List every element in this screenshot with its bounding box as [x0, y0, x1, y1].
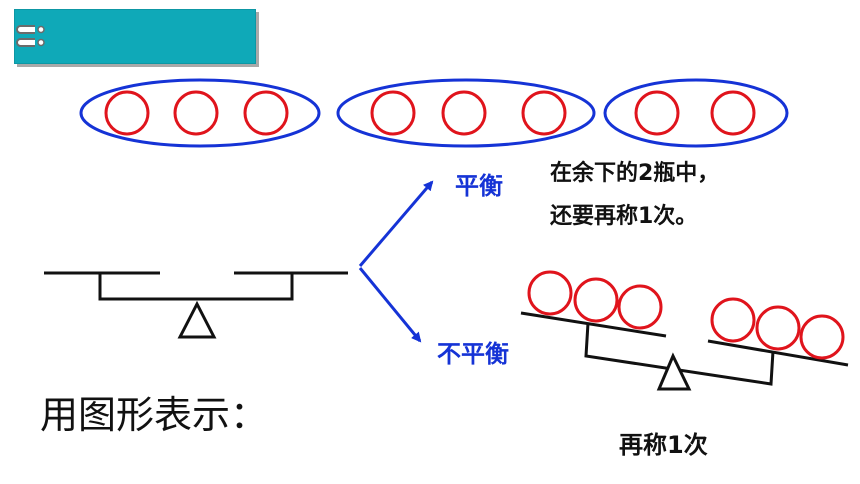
- bottle-circle: [799, 314, 845, 360]
- bottle-group-3: [603, 78, 789, 148]
- bottle-circle: [710, 90, 756, 136]
- bottle-group-1: [79, 78, 321, 148]
- group-ellipse: [79, 78, 321, 148]
- title-banner: [14, 9, 256, 64]
- bottle-circle: [173, 90, 219, 136]
- arrow-unbalanced: [358, 267, 422, 343]
- note-line-2: 还要再称1次。: [550, 204, 698, 229]
- bottle-group-2: [336, 78, 596, 148]
- group-ellipse: [603, 78, 789, 148]
- bottle-circle: [243, 90, 289, 136]
- bottle-circle: [755, 305, 801, 351]
- unbalanced-label: 不平衡: [437, 340, 509, 368]
- bottle-circle: [634, 90, 680, 136]
- bottle-circle: [104, 90, 150, 136]
- bottle-circle: [521, 90, 567, 136]
- balanced-label: 平衡: [455, 172, 503, 200]
- weigh-again-label: 再称1次: [619, 431, 708, 459]
- binder-rings-icon: [16, 24, 45, 50]
- note-line-1: 在余下的2瓶中，: [550, 161, 720, 186]
- balanced-scale: [44, 271, 348, 339]
- bottle-circle: [441, 90, 487, 136]
- arrow-balanced: [358, 180, 434, 267]
- caption: 用图形表示：: [40, 393, 269, 437]
- bottle-circle: [617, 284, 663, 330]
- group-ellipse: [336, 78, 596, 148]
- tilted-scale: [520, 270, 849, 391]
- bottle-circle: [573, 277, 619, 323]
- bottle-circle: [710, 297, 756, 343]
- bottle-circle: [370, 90, 416, 136]
- bottle-circle: [527, 270, 573, 316]
